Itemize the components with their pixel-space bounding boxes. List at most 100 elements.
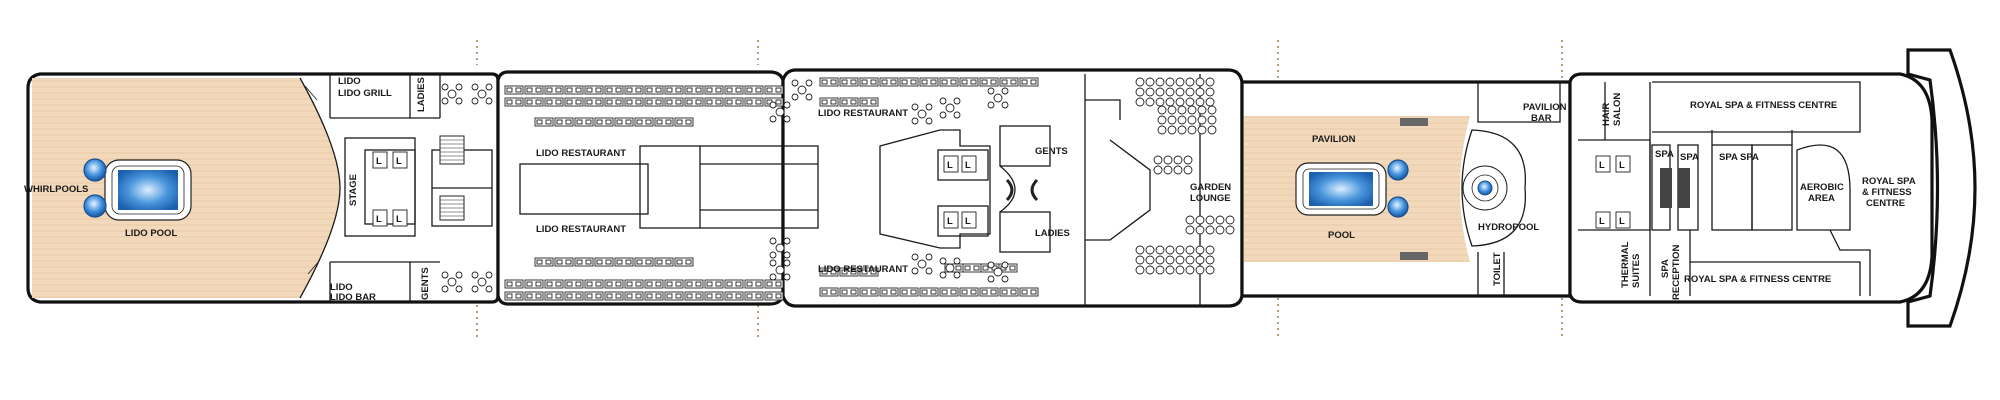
chair-icon [545,119,552,125]
chair-icon [1175,87,1185,97]
chair-icon [1135,255,1145,265]
label-lido-bar: LIDO BAR [330,292,376,303]
chair-icon [755,281,762,287]
chair-icon [1205,255,1215,265]
table-icon [674,117,694,127]
chair-icon [1207,105,1217,115]
table-icon [564,279,584,289]
label-lido-bar-1: LIDO [330,282,353,293]
chair-icon [1197,125,1207,135]
chair-icon [766,293,773,299]
chair-icon [646,293,653,299]
chair-icon [586,293,593,299]
chair-icon [656,259,663,265]
label-spa-3: SPA [1719,152,1738,163]
chair-icon [970,79,977,85]
pool-whirlpool-2 [1387,196,1409,218]
chair-icon [953,111,961,119]
chair-icon [1225,215,1235,225]
table-icon [819,77,839,87]
hydropool [1461,129,1527,247]
chair-icon [1195,87,1205,97]
lift-icon: L L L L L L L L L L L L [372,151,1631,229]
chair-icon [910,289,917,295]
chair-icon [586,87,593,93]
chair-icon [526,293,533,299]
chair-icon [783,115,791,123]
chair-icon [775,99,782,105]
chair-icon [981,79,988,85]
chair-icon [953,257,961,265]
table-icon [993,267,1003,277]
chair-icon [850,79,857,85]
table-icon [604,279,624,289]
table-icon [724,291,744,301]
chair-icon [911,253,919,261]
chair-icon [655,281,662,287]
table-icon [664,291,684,301]
chair-icon [1175,245,1185,255]
chair-icon [455,271,463,279]
chair-icon [1010,289,1017,295]
chair-icon [821,289,828,295]
chair-icon [950,289,957,295]
table-icon [674,257,694,267]
chair-icon [1135,265,1145,275]
chair-icon [830,289,837,295]
label-hair-salon-2: SALON [1612,93,1623,126]
chair-icon [775,87,782,93]
chair-icon [471,271,479,279]
label-lido-grill-1: LIDO [338,76,361,87]
chair-icon [626,281,633,287]
chair-icon [1155,265,1165,275]
chair-icon [545,259,552,265]
chair-icon [576,259,583,265]
chair-icon [735,87,742,93]
chair-icon [595,281,602,287]
table-icon [945,263,955,273]
chair-icon [870,99,877,105]
chair-icon [675,87,682,93]
chair-icon [791,79,799,87]
chair-icon [1195,215,1205,225]
chair-icon [515,281,522,287]
chair-icon [676,119,683,125]
chair-icon [930,289,937,295]
table-icon [724,85,744,95]
chair-icon [841,289,848,295]
chair-icon [655,99,662,105]
chair-icon [646,99,653,105]
table-icon [504,97,524,107]
table-icon [644,279,664,289]
chair-icon [911,103,919,111]
chair-icon [925,267,933,275]
table-icon [859,77,879,87]
table-icon [999,287,1019,297]
table-icon [704,85,724,95]
lido-pool [83,158,192,221]
chair-icon [606,293,613,299]
chair-icon [1030,289,1037,295]
chair-icon [901,289,908,295]
table-icon [584,85,604,95]
chair-icon [485,97,493,105]
chair-icon [890,79,897,85]
table-icon [819,267,839,277]
chair-icon [769,259,777,267]
table-icon [477,89,487,99]
chair-icon [606,87,613,93]
restaurant-seating [441,77,1235,301]
chair-icon [925,103,933,111]
chair-icon [961,289,968,295]
table-icon [524,97,544,107]
chair-icon [964,265,971,271]
chair-icon [939,97,947,105]
interior-walls [329,74,1871,306]
table-icon [839,267,859,277]
table-icon [604,291,624,301]
table-icon [859,267,879,277]
table-icon [959,77,979,87]
label-aerobic-1: AEROBIC [1800,182,1844,193]
chair-icon [566,293,573,299]
chair-icon [555,99,562,105]
